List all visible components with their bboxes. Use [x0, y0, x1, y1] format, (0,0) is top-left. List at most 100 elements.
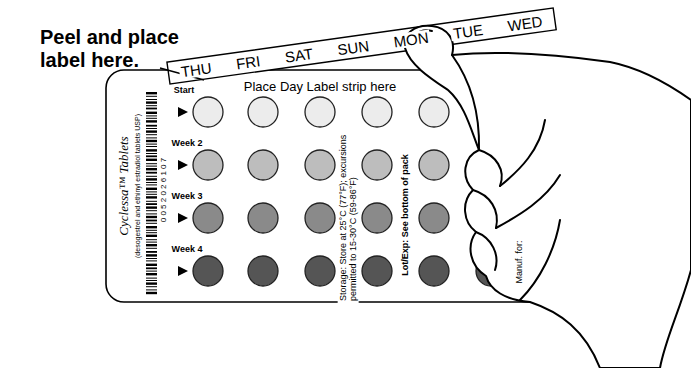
knuckle-line — [496, 175, 560, 228]
barcode-bar — [146, 96, 157, 97]
barcode-bar — [146, 194, 157, 195]
day-label: MON — [391, 29, 432, 49]
day-label: TUE — [450, 21, 486, 41]
pill-circle — [419, 256, 449, 286]
barcode-bar — [146, 125, 157, 127]
blister-card: Place Day Label strip hereStartWeek 2Wee… — [106, 70, 646, 302]
barcode-bar — [146, 213, 157, 214]
barcode-bar — [146, 292, 157, 294]
manufacturer-note: Manuf. for: — [514, 238, 524, 285]
day-label: WED — [505, 13, 546, 33]
barcode-bar — [146, 273, 157, 275]
week-label: Week 3 — [172, 191, 203, 201]
pill-circle — [362, 256, 392, 286]
barcode-bar — [146, 184, 157, 185]
barcode-bar — [146, 182, 157, 183]
pill-circle — [193, 203, 223, 233]
barcode-bar — [146, 101, 157, 103]
pill-circle — [362, 203, 392, 233]
barcode-bar — [146, 128, 157, 129]
finger-line — [452, 55, 479, 150]
barcode-digits: 0 0 5 2 0 2 6 1 0 7 — [159, 158, 168, 223]
pill-circle — [419, 97, 449, 127]
brand-name: Cyclessa™ Tablets — [117, 136, 132, 235]
day-label: SUN — [334, 37, 371, 57]
pill-circle — [305, 150, 335, 180]
barcode-bar — [146, 153, 157, 154]
barcode-bar — [146, 248, 157, 249]
pill-circle — [248, 203, 278, 233]
finger-line — [476, 232, 496, 270]
hand-outline — [405, 26, 691, 368]
barcode-bar — [146, 251, 157, 253]
barcode-bar — [146, 267, 157, 269]
pill-circle — [193, 256, 223, 286]
day-label: FRI — [233, 53, 263, 72]
barcode-bar — [146, 166, 157, 167]
pill-circle — [193, 150, 223, 180]
row-arrow — [178, 107, 188, 117]
barcode — [146, 92, 157, 294]
barcode-bar — [146, 172, 157, 174]
barcode-bar — [146, 201, 157, 202]
barcode-bar — [146, 282, 157, 284]
barcode-bar — [146, 112, 157, 114]
barcode-bar — [146, 210, 157, 211]
barcode-bar — [146, 286, 157, 287]
barcode-bar — [146, 258, 157, 259]
barcode-bar — [146, 168, 157, 170]
barcode-bar — [146, 137, 157, 138]
barcode-bar — [146, 196, 157, 198]
barcode-bar — [146, 130, 157, 132]
instruction-text: Place Day Label strip here — [244, 80, 396, 95]
barcode-bar — [146, 280, 157, 281]
barcode-bar — [146, 140, 157, 142]
barcode-bar — [146, 99, 157, 100]
barcode-bar — [146, 155, 157, 157]
barcode-bar — [146, 105, 157, 106]
palm-line — [520, 220, 560, 300]
barcode-bar — [146, 223, 157, 224]
pill-circle — [419, 150, 449, 180]
barcode-bar — [146, 206, 157, 208]
finger-line — [479, 150, 502, 186]
barcode-bar — [146, 120, 157, 122]
barcode-bar — [146, 254, 157, 256]
week-label: Week 2 — [172, 138, 203, 148]
row-arrow — [178, 213, 188, 223]
pill-circle — [248, 256, 278, 286]
barcode-bar — [146, 191, 157, 192]
knuckle-line — [500, 120, 545, 186]
lot-note: Lot/Exp: See bottom of pack — [400, 152, 410, 278]
barcode-bar — [146, 178, 157, 180]
barcode-bar — [146, 115, 157, 116]
barcode-bar — [146, 216, 157, 218]
day-label: SAT — [282, 45, 316, 64]
row-arrow — [178, 160, 188, 170]
storage-note: Storage: Store at 25°C (77°F); excursion… — [338, 127, 359, 303]
barcode-bar — [146, 230, 157, 231]
barcode-bar — [146, 149, 157, 151]
finger-line — [473, 190, 497, 228]
barcode-bar — [146, 118, 157, 119]
barcode-bar — [146, 260, 157, 261]
generic-name: (desogestrel and ethinyl estradiol table… — [134, 114, 142, 258]
pill-circle — [305, 203, 335, 233]
barcode-bar — [146, 264, 157, 266]
pill-circle — [362, 97, 392, 127]
barcode-bar — [146, 244, 157, 246]
day-label: THU — [178, 59, 215, 79]
pill-circle — [305, 97, 335, 127]
barcode-bar — [146, 232, 157, 233]
week-label: Week 4 — [172, 244, 203, 254]
barcode-bar — [146, 235, 157, 237]
barcode-bar — [146, 188, 157, 190]
pill-circle — [248, 150, 278, 180]
callout-label: Peel and place label here. — [40, 26, 208, 72]
barcode-bar — [146, 278, 157, 279]
pill-circle — [193, 97, 223, 127]
barcode-bar — [146, 203, 157, 205]
barcode-bar — [146, 239, 157, 240]
pill-circle — [362, 150, 392, 180]
